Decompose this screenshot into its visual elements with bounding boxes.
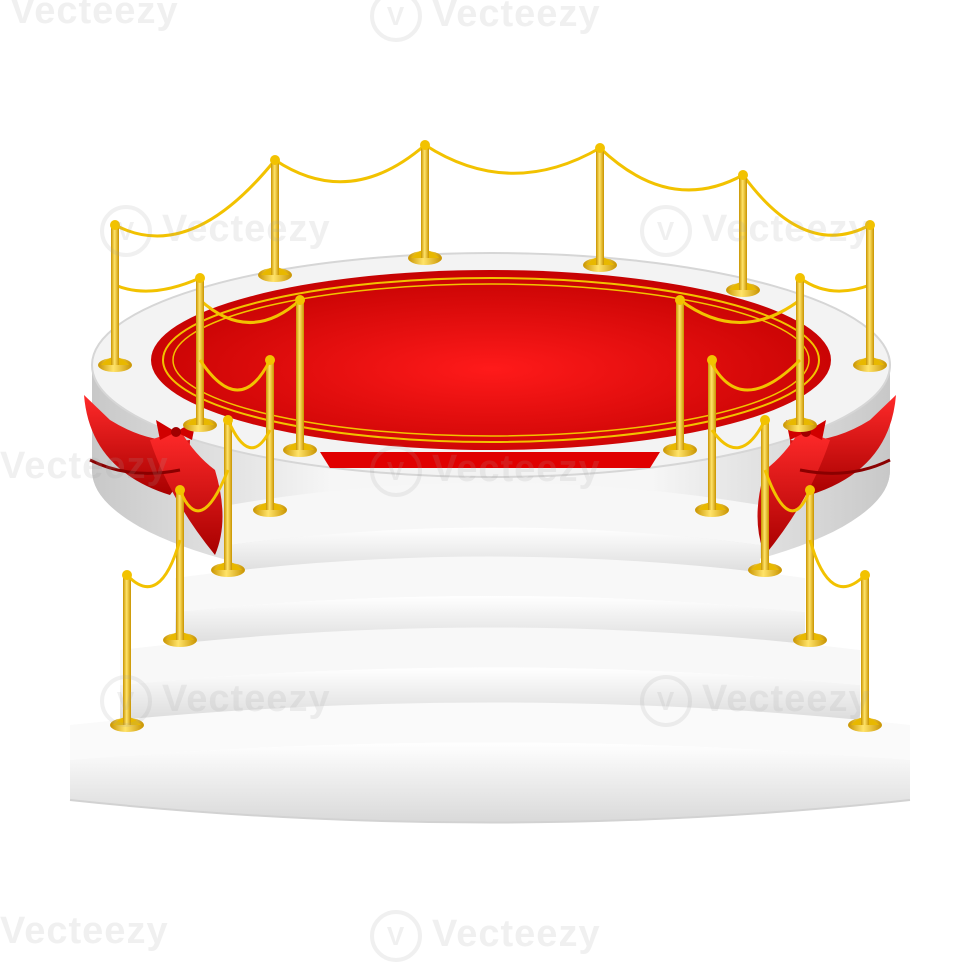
stanchion-icon xyxy=(726,170,760,297)
stanchion-icon xyxy=(163,485,197,647)
carpet-trim-inner xyxy=(172,283,810,437)
stair-step-2 xyxy=(175,556,805,612)
stair-step-3 xyxy=(120,627,860,685)
front-ropes xyxy=(125,358,867,589)
left-drape xyxy=(84,395,223,555)
stanchion-icon xyxy=(183,273,217,432)
red-carpet xyxy=(151,270,831,450)
stair-step-4 xyxy=(70,702,910,760)
stanchion-icon xyxy=(258,155,292,282)
stanchion-icon xyxy=(748,415,782,577)
carpet-trim-outer xyxy=(162,277,820,443)
stanchion-icon xyxy=(110,570,144,732)
stanchions xyxy=(98,140,887,732)
stanchion-icon xyxy=(853,220,887,372)
stanchion-icon xyxy=(98,220,132,372)
stanchion-icon xyxy=(283,295,317,457)
stanchion-icon xyxy=(253,355,287,517)
stair-step-1 xyxy=(230,482,760,545)
stanchion-icon xyxy=(211,415,245,577)
carpet-runner xyxy=(320,452,660,468)
stanchion-icon xyxy=(783,273,817,432)
stairs xyxy=(69,482,911,824)
stanchion-icon xyxy=(695,355,729,517)
stanchion-icon xyxy=(663,295,697,457)
back-ropes xyxy=(114,143,871,324)
stanchion-icon xyxy=(408,140,442,265)
stanchion-icon xyxy=(583,143,617,272)
